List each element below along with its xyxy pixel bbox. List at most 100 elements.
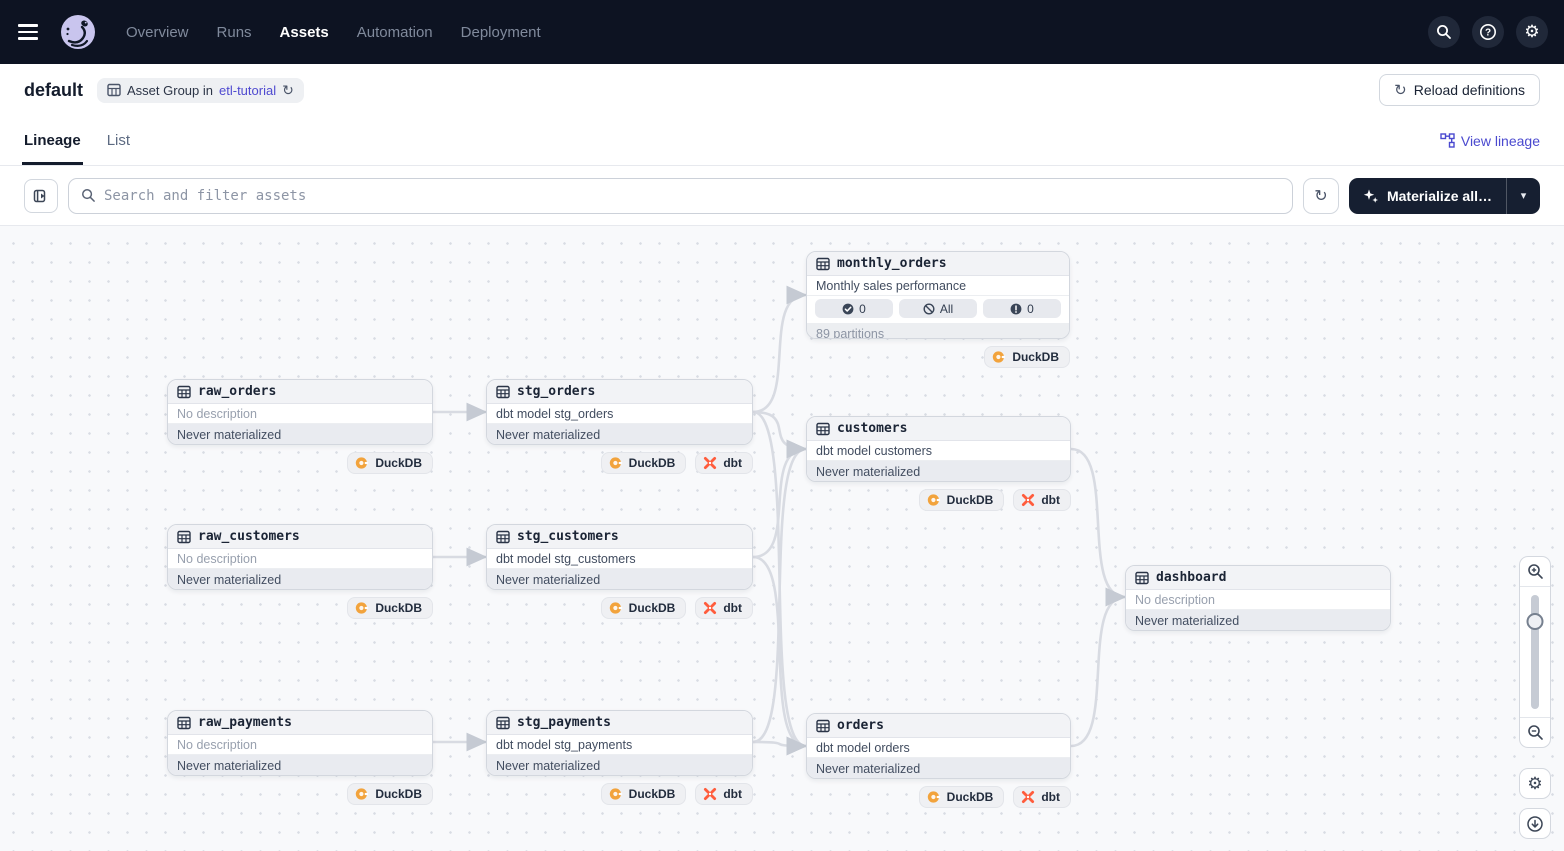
kind-badges-stg_customers: DuckDB dbt [486, 597, 753, 619]
kind-badge-dbt[interactable]: dbt [1013, 786, 1071, 808]
help-icon[interactable]: ? [1472, 16, 1504, 48]
slash-circle-icon [923, 302, 935, 315]
asset-description: Monthly sales performance [807, 276, 1069, 296]
zoom-slider[interactable] [1520, 587, 1550, 717]
table-icon [177, 716, 191, 730]
kind-badge-dbt[interactable]: dbt [695, 597, 753, 619]
search-input-icon [82, 189, 95, 202]
hamburger-menu-icon[interactable] [16, 16, 48, 48]
materialize-dropdown-caret[interactable]: ▾ [1506, 177, 1540, 214]
kind-badge-label: dbt [723, 456, 742, 470]
kind-badge-duckdb[interactable]: DuckDB [600, 783, 687, 805]
asset-title: raw_orders [198, 384, 277, 399]
duckdb-icon [609, 456, 623, 470]
sparkle-icon [1363, 189, 1378, 203]
nav-item-automation[interactable]: Automation [356, 23, 433, 41]
settings-gear-icon[interactable]: ⚙ [1516, 16, 1548, 48]
reload-definitions-button[interactable]: ↻ Reload definitions [1379, 74, 1540, 106]
status-pill-slash-circle[interactable]: All [899, 299, 977, 318]
asset-node-header: monthly_orders [807, 252, 1069, 276]
asset-node-header: raw_orders [168, 380, 432, 404]
zoom-slider-handle[interactable] [1526, 613, 1544, 630]
kind-badge-duckdb[interactable]: DuckDB [984, 346, 1070, 368]
asset-footer-status: Never materialized [168, 424, 432, 444]
kind-badge-dbt[interactable]: dbt [1013, 489, 1071, 511]
asset-title: stg_orders [517, 384, 596, 399]
nav-item-runs[interactable]: Runs [216, 23, 252, 41]
asset-node-header: dashboard [1126, 566, 1390, 590]
nav-item-overview[interactable]: Overview [126, 23, 189, 41]
download-graph-icon[interactable] [1519, 808, 1551, 839]
asset-title: stg_customers [517, 529, 619, 544]
status-pill-alert-circle[interactable]: 0 [983, 299, 1061, 318]
zoom-slider-track[interactable] [1531, 595, 1539, 709]
asset-title: raw_payments [198, 715, 292, 730]
code-location-link[interactable]: etl-tutorial [219, 82, 277, 98]
tab-lineage[interactable]: Lineage [22, 116, 83, 165]
asset-node-header: orders [807, 714, 1070, 738]
asset-node-header: customers [807, 417, 1070, 441]
duckdb-icon [609, 787, 623, 801]
asset-node-header: raw_payments [168, 711, 432, 735]
edge-stg_orders-to-monthly_orders [752, 285, 808, 414]
kind-badges-customers: DuckDB dbt [806, 489, 1071, 511]
check-circle-icon [842, 303, 854, 315]
dbt-icon [1021, 790, 1035, 804]
kind-badge-label: DuckDB [628, 787, 676, 801]
kind-badges-raw_orders: DuckDB [167, 452, 433, 474]
nav-item-deployment[interactable]: Deployment [460, 23, 541, 41]
kind-badge-duckdb[interactable]: DuckDB [347, 452, 433, 474]
status-pill-check-circle[interactable]: 0 [815, 299, 893, 318]
view-lineage-link[interactable]: View lineage [1440, 133, 1540, 149]
kind-badge-label: DuckDB [375, 601, 422, 615]
tabs-bar: Lineage List View lineage [0, 116, 1564, 166]
asset-footer-status: Never materialized [168, 569, 432, 589]
kind-badge-dbt[interactable]: dbt [695, 783, 753, 805]
kind-badge-duckdb[interactable]: DuckDB [918, 786, 1005, 808]
graph-toolbar: ↻ Materialize all… ▾ [0, 166, 1564, 226]
asset-description: No description [168, 549, 432, 569]
sidebar-toggle-icon[interactable] [24, 178, 58, 213]
tab-list[interactable]: List [106, 132, 131, 149]
search-input[interactable] [104, 187, 1280, 204]
duckdb-icon [355, 787, 369, 801]
duckdb-icon [355, 601, 369, 615]
table-icon [816, 719, 830, 733]
materialize-all-button[interactable]: Materialize all… [1349, 178, 1506, 214]
kind-badge-duckdb[interactable]: DuckDB [347, 597, 433, 619]
asset-node-header: raw_customers [168, 525, 432, 549]
kind-badge-label: DuckDB [1012, 350, 1059, 364]
refresh-graph-icon[interactable]: ↻ [1302, 177, 1339, 214]
asset-description: dbt model orders [807, 738, 1070, 758]
search-icon[interactable] [1428, 16, 1460, 48]
reload-location-icon[interactable]: ↻ [282, 82, 294, 98]
edge-stg_payments-to-orders [752, 736, 808, 756]
kind-badge-label: DuckDB [628, 456, 676, 470]
graph-settings-gear-icon[interactable]: ⚙ [1519, 768, 1551, 799]
kind-badge-dbt[interactable]: dbt [695, 452, 753, 474]
kind-badge-duckdb[interactable]: DuckDB [600, 597, 687, 619]
dagster-logo[interactable] [58, 12, 98, 52]
asset-description: dbt model customers [807, 441, 1070, 461]
kind-badge-duckdb[interactable]: DuckDB [600, 452, 687, 474]
asset-description: No description [168, 735, 432, 755]
nav-item-assets[interactable]: Assets [279, 23, 329, 41]
zoom-out-icon[interactable] [1520, 717, 1550, 747]
lineage-graph-icon [1440, 133, 1455, 148]
zoom-in-icon[interactable] [1520, 557, 1550, 587]
kind-badge-duckdb[interactable]: DuckDB [347, 783, 433, 805]
lineage-edges [432, 285, 1127, 756]
kind-badge-duckdb[interactable]: DuckDB [918, 489, 1005, 511]
duckdb-icon [609, 601, 623, 615]
